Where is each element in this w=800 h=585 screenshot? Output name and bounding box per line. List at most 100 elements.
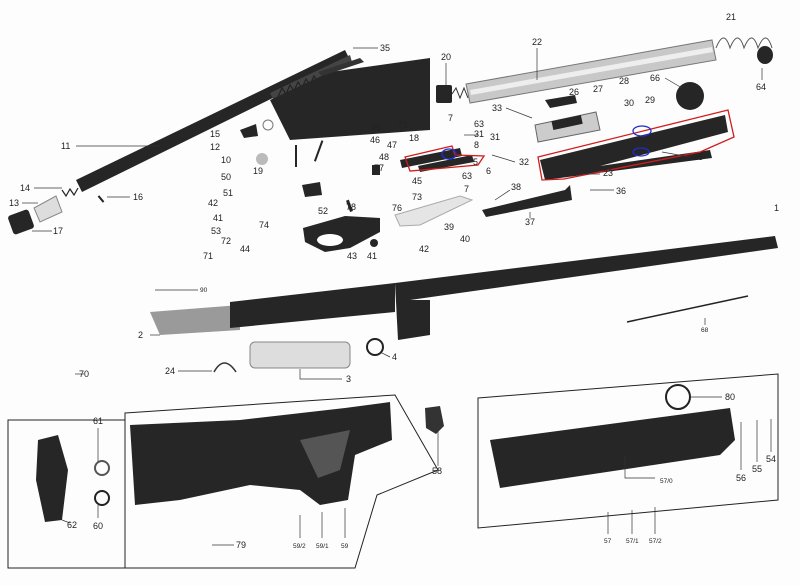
part-label: 44: [240, 244, 250, 254]
part-label: 7: [464, 184, 469, 194]
part-label: 22: [532, 37, 542, 47]
part-label: 8: [474, 140, 479, 150]
magazine-tube-part: [8, 50, 352, 235]
mark-3: [441, 148, 457, 160]
part-label: 40: [460, 234, 470, 244]
bolt-carrier-part: [400, 115, 728, 180]
part-label: 25: [693, 152, 703, 162]
mark-1: [632, 125, 652, 137]
part-label: 75: [398, 120, 408, 130]
part-label: 39: [444, 222, 454, 232]
part-label: 46: [370, 135, 380, 145]
part-label: 42: [419, 244, 429, 254]
part-label: 23: [603, 168, 613, 178]
trigger-guard-part: [240, 119, 474, 252]
part-label: 78: [346, 202, 356, 212]
part-label: 58: [432, 466, 442, 476]
part-label: 79: [236, 540, 246, 550]
part-label: 42: [208, 198, 218, 208]
part-label: 21: [726, 12, 736, 22]
part-label: 60: [93, 521, 103, 531]
mark-2: [632, 147, 650, 157]
part-label: 61: [93, 416, 103, 426]
part-label: 31: [490, 132, 500, 142]
part-label: 14: [20, 183, 30, 193]
slide-part: [318, 58, 364, 76]
part-label: 36: [616, 186, 626, 196]
part-label: 20: [441, 52, 451, 62]
part-label: 24: [165, 366, 175, 376]
part-label: 66: [650, 73, 660, 83]
part-label: 3: [346, 374, 351, 384]
part-label: 71: [203, 251, 213, 261]
highlight-box-bolt: [537, 109, 735, 181]
barrel-part: [150, 236, 778, 373]
part-label: 29: [645, 95, 655, 105]
part-label: 31: [474, 129, 484, 139]
part-label: 13: [9, 198, 19, 208]
forend-box: [477, 373, 779, 529]
part-label: 50: [221, 172, 231, 182]
part-label: 64: [756, 82, 766, 92]
part-label: 12: [210, 142, 220, 152]
part-label: 49: [371, 123, 381, 133]
part-label: 45: [412, 176, 422, 186]
part-label: 68: [701, 327, 709, 334]
part-label: 48: [379, 152, 389, 162]
part-label: 4: [392, 352, 397, 362]
part-label: 33: [492, 103, 502, 113]
part-label: 5: [473, 157, 478, 167]
part-label: 7: [448, 113, 453, 123]
part-label: 54: [766, 454, 776, 464]
leader-lines: [22, 47, 772, 546]
part-label: 76: [392, 203, 402, 213]
part-label: 6: [486, 166, 491, 176]
part-label: 32: [519, 157, 529, 167]
highlight-box-link: [404, 145, 486, 172]
part-label: 57/1: [626, 538, 639, 545]
part-label: 52: [318, 206, 328, 216]
part-label: 70: [79, 369, 89, 379]
part-label: 57: [604, 538, 612, 545]
part-label: 51: [223, 188, 233, 198]
part-label: 62: [67, 520, 77, 530]
part-label: 26: [569, 87, 579, 97]
part-label: 59/2: [293, 543, 306, 550]
part-label: 55: [752, 464, 762, 474]
part-label: 35: [380, 43, 390, 53]
part-label: 43: [347, 251, 357, 261]
part-label: 74: [259, 220, 269, 230]
part-label: 47: [387, 140, 397, 150]
part-label: 41: [367, 251, 377, 261]
part-label: 37: [525, 217, 535, 227]
part-label: 1: [774, 203, 779, 213]
buttplate-part: [36, 435, 68, 522]
part-label: 57/2: [649, 538, 662, 545]
part-label: 16: [133, 192, 143, 202]
buttplate-box: [7, 419, 126, 569]
part-label: 90: [200, 287, 208, 294]
part-label: 15: [210, 129, 220, 139]
part-label: 53: [211, 226, 221, 236]
part-label: 10: [221, 155, 231, 165]
part-label: 17: [53, 226, 63, 236]
part-label: 11: [61, 141, 70, 151]
tube-part: [436, 37, 773, 143]
receiver-cover-part: [270, 58, 430, 140]
part-label: 59/1: [316, 543, 329, 550]
part-label: 57/0: [660, 478, 673, 485]
part-label: 63: [462, 171, 472, 181]
part-label: 2: [138, 330, 143, 340]
part-label: 28: [619, 76, 629, 86]
part-label: 38: [511, 182, 521, 192]
buttstock-part: [130, 402, 392, 505]
part-label: 73: [412, 192, 422, 202]
forend-part: [490, 408, 735, 488]
part-label: 63: [474, 119, 484, 129]
part-label: 18: [409, 133, 419, 143]
part-label: 59: [341, 543, 349, 550]
part-label: 19: [253, 166, 263, 176]
part-label: 72: [221, 236, 231, 246]
